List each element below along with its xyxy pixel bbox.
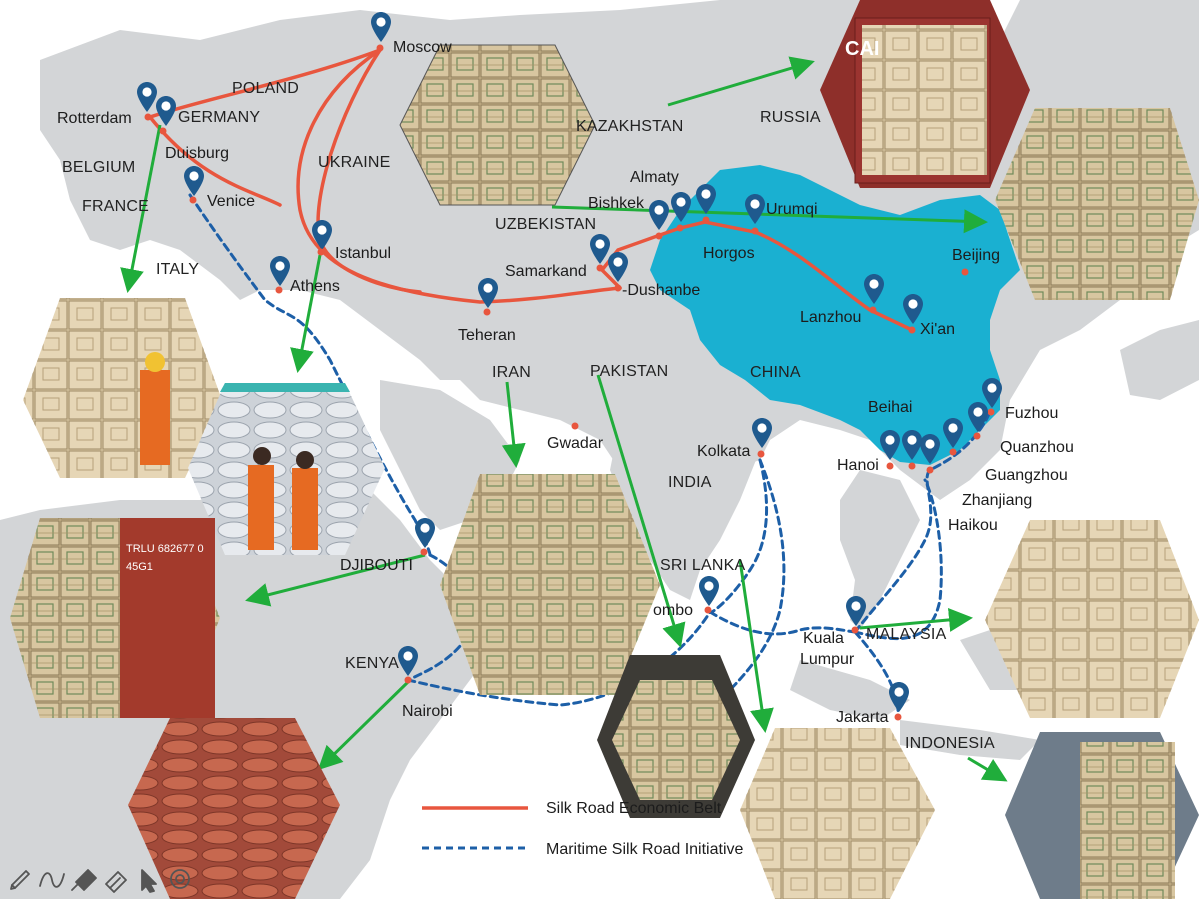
country-labels: POLAND GERMANY BELGIUM FRANCE ITALY UKRA… bbox=[62, 80, 995, 752]
label-haikou: Haikou bbox=[948, 517, 998, 534]
label-kenya: KENYA bbox=[345, 655, 399, 672]
city-labels: Moscow Rotterdam Duisburg Venice Istanbu… bbox=[57, 39, 1074, 726]
label-italy: ITALY bbox=[156, 261, 199, 278]
maritime-silk-road bbox=[188, 193, 992, 720]
target-icon[interactable] bbox=[170, 869, 190, 889]
label-poland: POLAND bbox=[232, 80, 299, 97]
photo-hexagon-workers bbox=[23, 298, 222, 478]
photo-hexagon-sacks bbox=[188, 383, 385, 555]
marker-icon[interactable] bbox=[71, 869, 97, 891]
label-guangzhou: Guangzhou bbox=[985, 467, 1068, 484]
label-dushanbe: -Dushanbe bbox=[622, 282, 700, 299]
label-india: INDIA bbox=[668, 474, 712, 491]
photo-hexagon-red-container: TRLU 682677 0 45G1 bbox=[10, 518, 220, 718]
label-urumqi: Urumqi bbox=[766, 201, 818, 218]
photo-boxes bbox=[612, 680, 740, 800]
label-kolkata: Kolkata bbox=[697, 443, 750, 460]
label-horgos: Horgos bbox=[703, 245, 755, 262]
label-pakistan: PAKISTAN bbox=[590, 363, 668, 380]
label-athens: Athens bbox=[290, 278, 340, 295]
label-nairobi: Nairobi bbox=[402, 703, 453, 720]
label-teheran: Teheran bbox=[458, 327, 516, 344]
route-arrows bbox=[120, 56, 1008, 782]
label-istanbul: Istanbul bbox=[335, 245, 391, 262]
photo-hexagon-russia: CAI bbox=[820, 0, 1030, 188]
photo-hexagon bbox=[440, 474, 660, 695]
label-kuala: Kuala bbox=[803, 630, 844, 647]
city-pins bbox=[137, 12, 1002, 721]
label-ukraine: UKRAINE bbox=[318, 154, 391, 171]
photo-hexagon bbox=[995, 108, 1199, 300]
label-colombo: ombo bbox=[653, 602, 693, 619]
label-gwadar: Gwadar bbox=[547, 435, 604, 452]
photo-hexagon-indonesia bbox=[1005, 732, 1199, 899]
label-indonesia: INDONESIA bbox=[905, 735, 995, 752]
label-uzbekistan: UZBEKISTAN bbox=[495, 216, 596, 233]
pen-icon[interactable] bbox=[10, 870, 30, 890]
drawing-toolbar bbox=[10, 869, 190, 893]
cargo-photos: CAI TRLU 682677 0 45G1 bbox=[10, 0, 1199, 899]
label-beihai: Beihai bbox=[868, 399, 912, 416]
silk-road-belt bbox=[148, 48, 914, 332]
label-rotterdam: Rotterdam bbox=[57, 110, 132, 127]
label-malaysia: MALAYSIA bbox=[866, 626, 947, 643]
label-bishkek: Bishkek bbox=[588, 195, 645, 212]
label-lanzhou: Lanzhou bbox=[800, 309, 861, 326]
china-region bbox=[650, 165, 1020, 465]
legend: Silk Road Economic Belt Maritime Silk Ro… bbox=[422, 800, 744, 858]
label-germany: GERMANY bbox=[178, 109, 260, 126]
label-samarkand: Samarkand bbox=[505, 263, 587, 280]
label-iran: IRAN bbox=[492, 364, 531, 381]
label-belgium: BELGIUM bbox=[62, 159, 135, 176]
label-kazakhstan: KAZAKHSTAN bbox=[576, 118, 684, 135]
legend-silk-road-label: Silk Road Economic Belt bbox=[546, 800, 722, 817]
label-sri-lanka: SRI LANKA bbox=[660, 557, 746, 574]
label-china: CHINA bbox=[750, 364, 801, 381]
label-beijing: Beijing bbox=[952, 247, 1000, 264]
photo-hexagon bbox=[128, 718, 340, 899]
label-zhanjiang: Zhanjiang bbox=[962, 492, 1032, 509]
pointer-icon[interactable] bbox=[141, 869, 157, 893]
photo-hexagon bbox=[740, 728, 935, 899]
container-iso: 45G1 bbox=[126, 561, 153, 573]
container-mark: CAI bbox=[845, 38, 879, 60]
eraser-icon[interactable] bbox=[105, 871, 127, 893]
container-code: TRLU 682677 0 bbox=[126, 543, 204, 555]
label-djibouti: DJIBOUTI bbox=[340, 557, 413, 574]
photo-hexagon bbox=[399, 44, 596, 206]
photo-hexagon bbox=[985, 520, 1199, 718]
label-hanoi: Hanoi bbox=[837, 457, 879, 474]
legend-maritime-label: Maritime Silk Road Initiative bbox=[546, 841, 744, 858]
label-duisburg: Duisburg bbox=[165, 145, 229, 162]
label-venice: Venice bbox=[207, 193, 255, 210]
curve-icon[interactable] bbox=[39, 872, 65, 888]
label-moscow: Moscow bbox=[393, 39, 452, 56]
label-france: FRANCE bbox=[82, 198, 149, 215]
label-fuzhou: Fuzhou bbox=[1005, 405, 1058, 422]
label-xian: Xi'an bbox=[920, 321, 955, 338]
label-almaty: Almaty bbox=[630, 169, 679, 186]
label-jakarta: Jakarta bbox=[836, 709, 889, 726]
label-russia: RUSSIA bbox=[760, 109, 821, 126]
label-quanzhou: Quanzhou bbox=[1000, 439, 1074, 456]
label-lumpur: Lumpur bbox=[800, 651, 855, 668]
